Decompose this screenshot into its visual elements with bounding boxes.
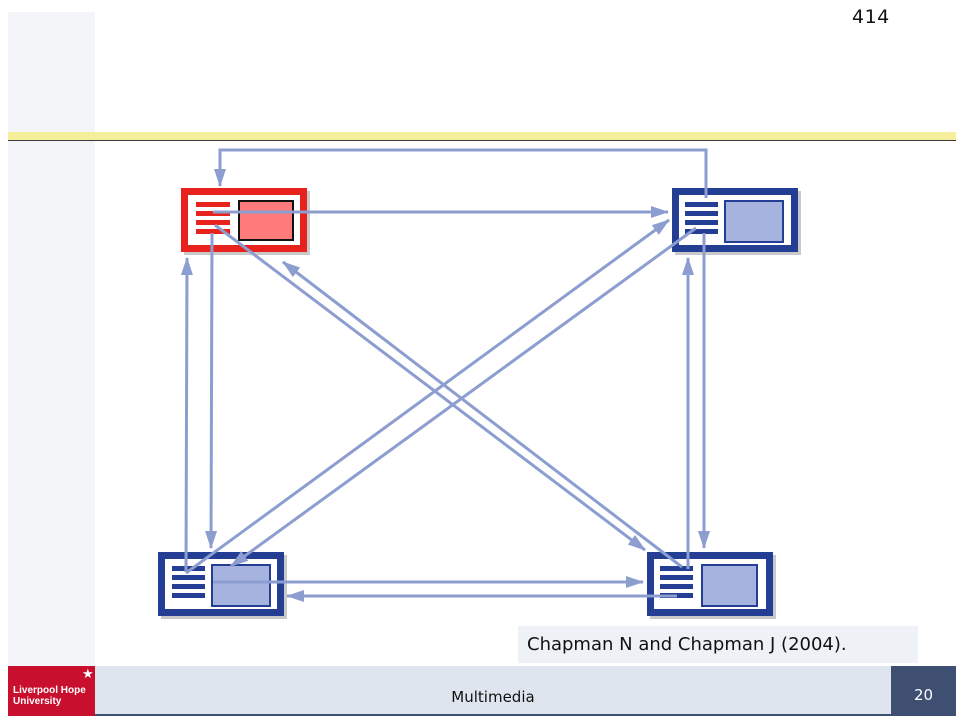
logo-line-2: University xyxy=(13,696,62,707)
page-box-bottom-left xyxy=(158,552,287,619)
arrow-topright-to-bottomleft xyxy=(230,226,697,568)
arrow-bottomleft-to-topright xyxy=(185,218,670,575)
logo-text: Liverpool Hope University xyxy=(13,685,95,707)
page-box-top-right xyxy=(672,188,801,255)
arrow-bottomright-to-topleft xyxy=(282,260,683,569)
footer-bar xyxy=(8,666,956,714)
footer-underline xyxy=(8,714,956,716)
arrow-topleft-to-bottomleft xyxy=(205,232,218,549)
footer-title: Multimedia xyxy=(451,688,535,706)
arrow-bottomleft-to-topleft xyxy=(180,257,193,573)
star-icon: ★ xyxy=(82,667,94,682)
arrow-topright-to-topleft xyxy=(214,148,708,198)
university-logo: ★ Liverpool Hope University xyxy=(8,666,95,716)
page-number-box xyxy=(891,666,956,714)
page-number: 20 xyxy=(913,686,934,704)
arrow-topleft-to-bottomright xyxy=(214,223,646,552)
slide-number-top: 414 xyxy=(852,6,890,28)
citation: Chapman N and Chapman J (2004). xyxy=(518,626,918,663)
page-box-top-left xyxy=(181,188,310,255)
header-accent-bar xyxy=(8,132,956,140)
left-strip xyxy=(8,12,95,666)
header-rule xyxy=(8,140,956,141)
logo-line-1: Liverpool Hope xyxy=(13,685,86,696)
page-box-bottom-right xyxy=(647,552,776,619)
